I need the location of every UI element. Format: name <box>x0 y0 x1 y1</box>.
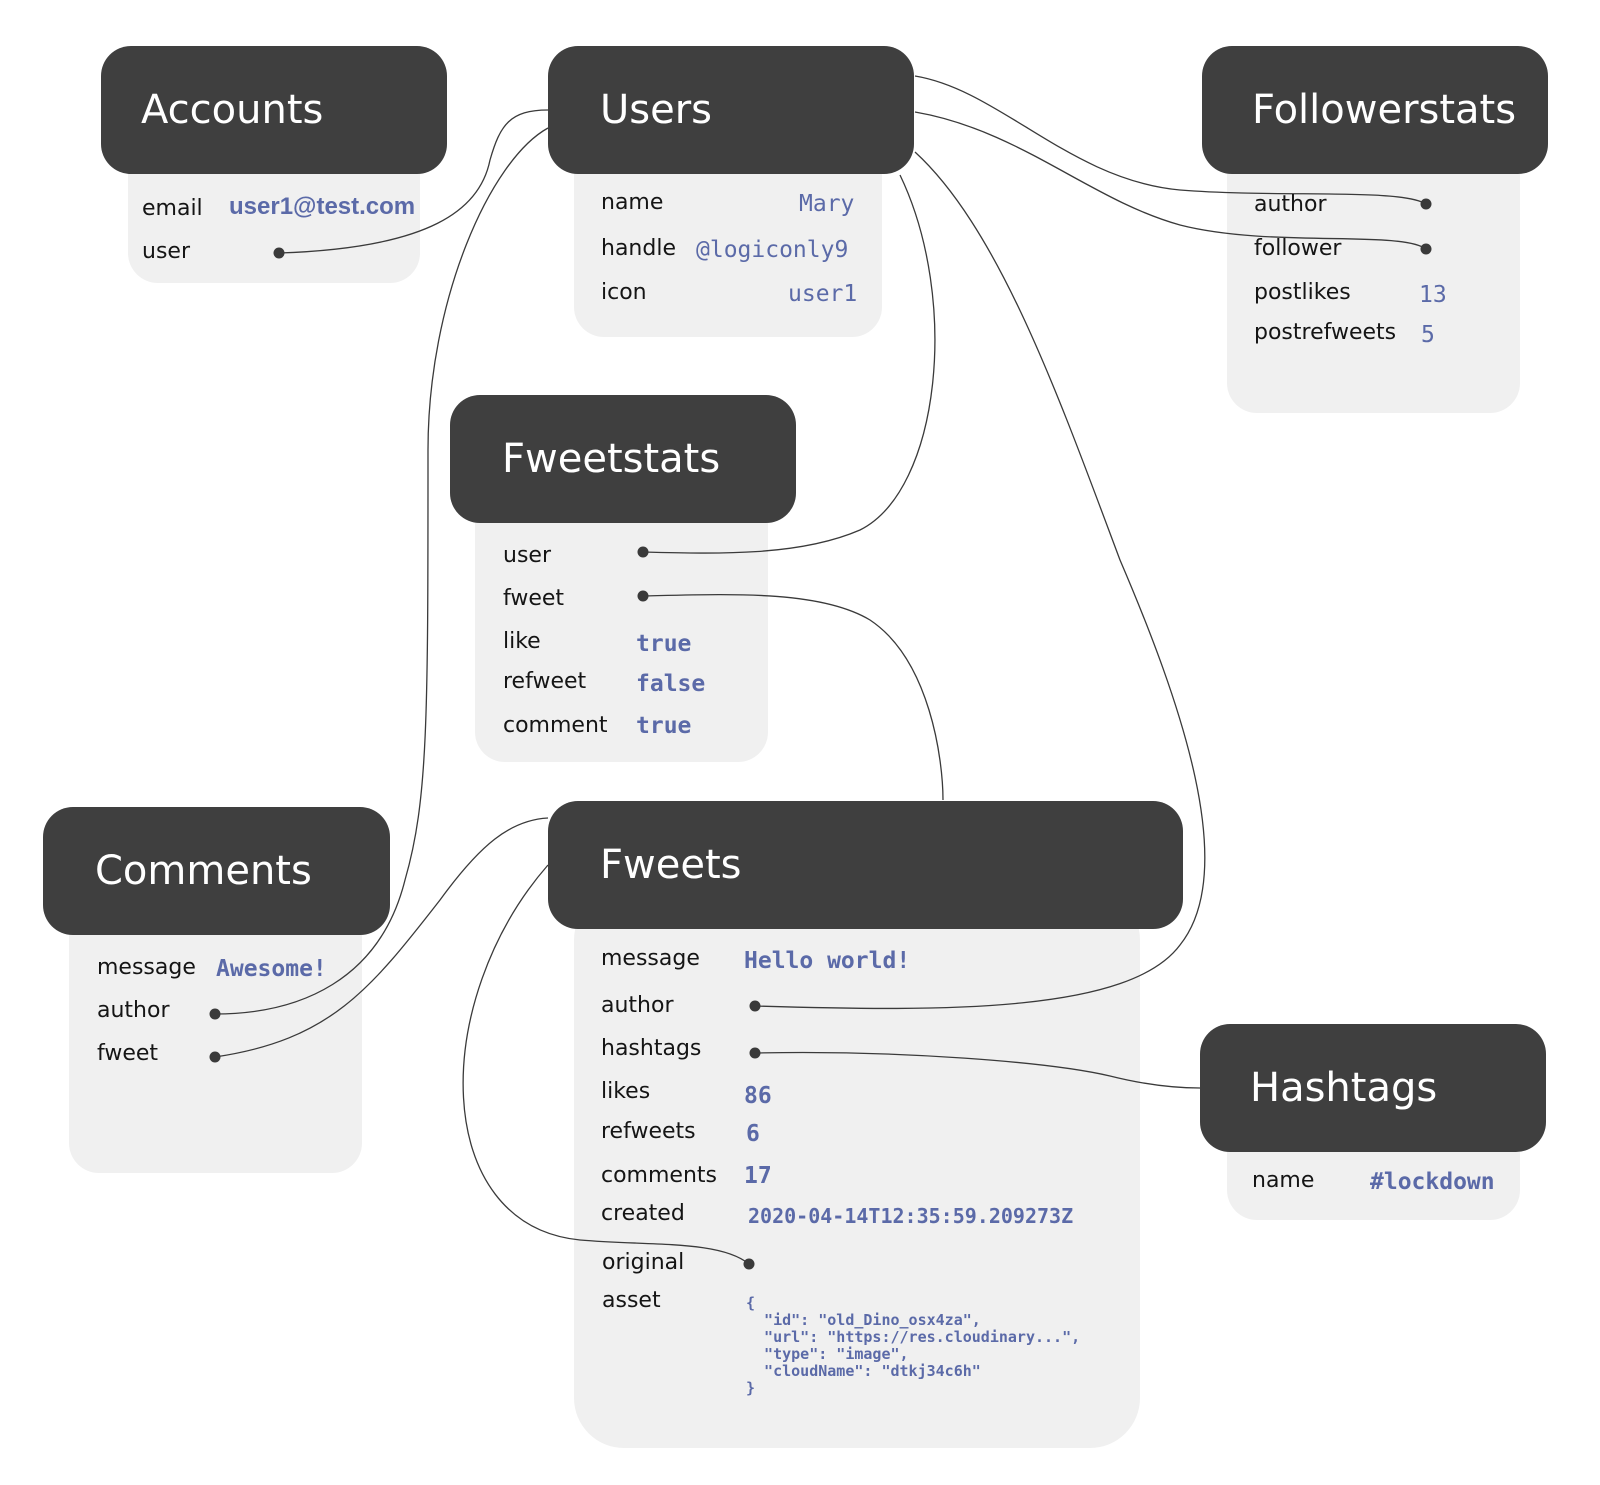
fweetstats-refweet-label: refweet <box>503 669 587 694</box>
users-name-value: Mary <box>799 191 855 217</box>
followerstats-title: Followerstats <box>1252 87 1517 133</box>
fweetstats-like-label: like <box>503 629 541 654</box>
followerstats-body <box>1227 135 1520 413</box>
comments-message-label: message <box>97 955 196 980</box>
followerstats-author-label: author <box>1254 192 1327 217</box>
followerstats-follower-label: follower <box>1254 236 1342 261</box>
fweetstats-comment-value: true <box>636 713 692 739</box>
fweets-message-value: Hello world! <box>744 948 911 974</box>
fweets-asset-value: { "id": "old_Dino_osx4za", "url": "https… <box>746 1294 1081 1397</box>
accounts-user-label: user <box>142 239 190 264</box>
users-handle-value: @logiconly9 <box>696 237 849 263</box>
fweetstats-title: Fweetstats <box>502 436 721 482</box>
accounts-email-label: email <box>142 196 203 221</box>
followerstats-postrefweets-value: 5 <box>1421 322 1435 348</box>
fweets-refweets-label: refweets <box>601 1119 696 1144</box>
fweetstats-like-value: true <box>636 631 692 657</box>
comments-header: Comments <box>43 807 390 935</box>
followerstats-postlikes-value: 13 <box>1419 282 1447 308</box>
hashtags-name-value: #lockdown <box>1370 1169 1495 1195</box>
fweets-asset-label: asset <box>602 1288 661 1313</box>
accounts-email-value: user1@test.com <box>229 193 416 220</box>
hashtags-name-label: name <box>1252 1168 1315 1193</box>
fweets-original-label: original <box>602 1250 685 1275</box>
fweets-comments-value: 17 <box>744 1163 772 1189</box>
fweetstats-user-label: user <box>503 543 551 568</box>
users-header: Users <box>548 46 914 174</box>
fweets-comments-label: comments <box>601 1163 717 1188</box>
fweets-refweets-value: 6 <box>746 1121 760 1147</box>
fweets-likes-label: likes <box>601 1079 651 1104</box>
comments-fweet-label: fweet <box>97 1041 159 1066</box>
fweetstats-refweet-value: false <box>636 671 706 697</box>
comments-author-label: author <box>97 998 170 1023</box>
hashtags-title: Hashtags <box>1250 1065 1438 1111</box>
followerstats-postrefweets-label: postrefweets <box>1254 320 1397 345</box>
fweets-created-value: 2020-04-14T12:35:59.209273Z <box>748 1204 1074 1228</box>
fweets-created-label: created <box>601 1201 685 1226</box>
followerstats-header: Followerstats <box>1202 46 1548 174</box>
fweets-title: Fweets <box>600 842 742 888</box>
users-handle-label: handle <box>601 236 676 261</box>
fweetstats-fweet-label: fweet <box>503 586 565 611</box>
accounts-header: Accounts <box>101 46 447 174</box>
fweets-author-label: author <box>601 993 674 1018</box>
users-name-label: name <box>601 190 664 215</box>
fweetstats-comment-label: comment <box>503 713 608 738</box>
users-icon-value: user1 <box>788 281 858 307</box>
fweets-likes-value: 86 <box>744 1083 772 1109</box>
followerstats-postlikes-label: postlikes <box>1254 280 1351 305</box>
hashtags-header: Hashtags <box>1200 1024 1546 1152</box>
users-icon-label: icon <box>601 280 647 305</box>
fweets-message-label: message <box>601 946 700 971</box>
fweets-hashtags-label: hashtags <box>601 1036 702 1061</box>
users-title: Users <box>600 87 713 133</box>
comments-message-value: Awesome! <box>216 956 327 982</box>
fweetstats-header: Fweetstats <box>450 395 796 523</box>
comments-title: Comments <box>95 848 312 894</box>
fweets-header: Fweets <box>548 801 1183 929</box>
accounts-title: Accounts <box>141 87 324 133</box>
